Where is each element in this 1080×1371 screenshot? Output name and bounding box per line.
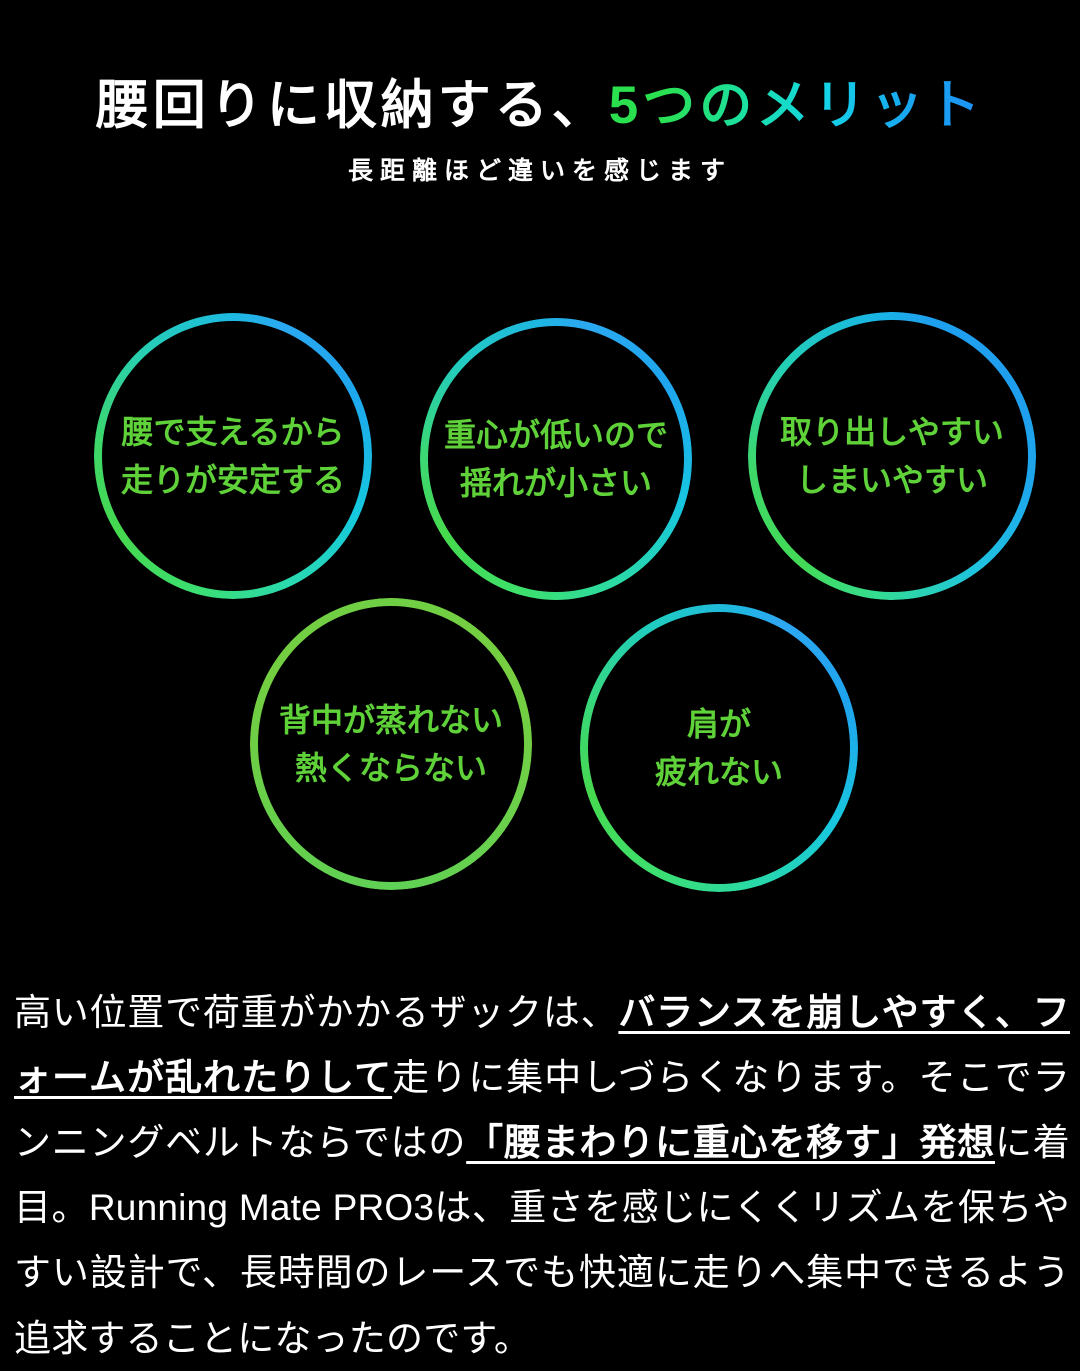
circle-ring-icon-1 xyxy=(94,313,372,599)
benefit-circle-2-label: 重心が低いので 揺れが小さい xyxy=(444,411,668,507)
benefit-circle-group: 腰で支えるから 走りが安定する 重心が低いので 揺れが小さい 取り出しやすい し… xyxy=(0,300,1080,920)
benefit-circle-4: 背中が蒸れない 熱くならない xyxy=(250,598,532,890)
header: 腰回りに収納する、5つのメリット 長距離ほど違いを感じます xyxy=(0,0,1080,187)
benefit-circle-4-label: 背中が蒸れない 熱くならない xyxy=(279,696,503,792)
benefit-circle-3-line1: 取り出しやすい xyxy=(780,414,1004,450)
benefit-circle-2-line2: 揺れが小さい xyxy=(459,465,652,501)
benefit-circle-3: 取り出しやすい しまいやすい xyxy=(748,312,1036,600)
body-paragraph: 高い位置で荷重がかかるザックは、バランスを崩しやすく、フォームが乱れたりして走り… xyxy=(14,980,1070,1371)
benefit-circle-5-label: 肩が 疲れない xyxy=(655,700,783,796)
benefit-circle-1-line2: 走りが安定する xyxy=(120,462,345,498)
body-emphasis-3: 「腰まわりに重心を移す」発想 xyxy=(466,1122,995,1164)
page-title-plain: 腰回りに収納する、 xyxy=(95,76,609,135)
benefit-circle-3-line2: しまいやすい xyxy=(795,462,988,498)
page-title: 腰回りに収納する、5つのメリット xyxy=(0,0,1080,135)
benefit-circle-4-line2: 熱くならない xyxy=(294,750,487,786)
circle-ring-icon-2 xyxy=(420,318,692,600)
circle-ring-icon-4 xyxy=(250,598,532,890)
benefit-circle-1: 腰で支えるから 走りが安定する xyxy=(94,313,372,599)
benefit-circle-3-label: 取り出しやすい しまいやすい xyxy=(780,408,1004,504)
circle-ring-icon-5 xyxy=(580,604,858,892)
benefit-circle-1-line1: 腰で支えるから xyxy=(121,414,345,450)
page-title-accent: 5つのメリット xyxy=(608,76,985,135)
body-emphasis-1: バランスを崩しやすく、フォームが乱れたりして xyxy=(14,992,1070,1099)
benefit-circle-5-line1: 肩が xyxy=(686,706,751,742)
benefit-circle-4-line1: 背中が蒸れない xyxy=(278,702,503,738)
benefit-circle-5-line2: 疲れない xyxy=(654,754,783,790)
benefit-circle-5: 肩が 疲れない xyxy=(580,604,858,892)
circle-ring-icon-3 xyxy=(748,312,1036,600)
benefit-circle-2-line1: 重心が低いので xyxy=(443,417,668,453)
page-subtitle: 長距離ほど違いを感じます xyxy=(347,157,732,186)
body-text-0: 高い位置で荷重がかかるザックは、 xyxy=(14,992,619,1033)
benefit-circle-1-label: 腰で支えるから 走りが安定する xyxy=(121,408,345,504)
body-text-2: 走りに集中しづらくなります。そこでランニングベルトならではの xyxy=(14,1057,1070,1164)
benefit-circle-2: 重心が低いので 揺れが小さい xyxy=(420,318,692,600)
